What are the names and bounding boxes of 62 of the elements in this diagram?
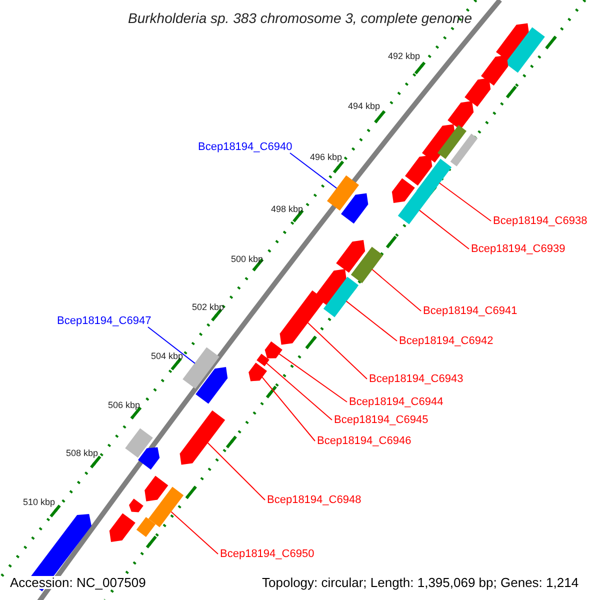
gene-bar	[109, 513, 136, 542]
gene-bar	[148, 486, 184, 528]
leader-line	[438, 182, 492, 222]
genome-stats-text: Topology: circular; Length: 1,395,069 bp; Genes: 1,214	[262, 576, 579, 589]
gene-label: Bcep18194_C6940	[198, 142, 292, 153]
gene-bar	[323, 276, 359, 318]
tick-label: 500 kbp	[231, 255, 264, 264]
gene-label: Bcep18194_C6945	[334, 415, 428, 426]
gene-label: Bcep18194_C6944	[349, 397, 444, 408]
tick-label: 498 kbp	[271, 205, 304, 214]
tick-label: 504 kbp	[151, 352, 184, 361]
leader-line	[170, 511, 218, 554]
gene-bar	[280, 290, 326, 345]
gene-bar	[138, 447, 160, 470]
gene-bar	[125, 428, 153, 458]
leader-line	[419, 210, 470, 250]
gene-bar	[336, 240, 366, 273]
gene-bar	[450, 134, 478, 166]
gene-label: Bcep18194_C6948	[267, 495, 362, 506]
gene-bar	[264, 341, 282, 358]
gene-bar	[448, 101, 474, 130]
gene-bar	[341, 193, 368, 224]
gene-bar	[182, 347, 220, 389]
leader-line	[290, 152, 338, 189]
leader-line	[148, 326, 196, 364]
tick-label: 502 kbp	[192, 303, 224, 312]
title: Burkholderia sp. 383 chromosome 3, complete genome	[127, 11, 473, 25]
gene-bar	[196, 367, 228, 404]
leader-line	[307, 322, 368, 380]
leader-line	[262, 376, 316, 442]
gene-bar	[481, 55, 508, 86]
gene-label: Bcep18194_C6939	[471, 244, 566, 255]
leader-line	[266, 362, 332, 420]
gene-bar	[505, 27, 545, 73]
tick-label: 494 kbp	[348, 102, 380, 111]
gene-bar	[129, 498, 144, 512]
gene-label: Bcep18194_C6950	[220, 549, 314, 560]
gene-label: Bcep18194_C6938	[493, 216, 588, 227]
gene-label: Bcep18194_C6943	[369, 374, 464, 385]
gene-bar	[398, 188, 430, 224]
gene-bar	[256, 354, 270, 366]
gene-label: Bcep18194_C6946	[317, 436, 412, 447]
gene-bar	[144, 476, 168, 502]
gene-label: Bcep18194_C6947	[57, 316, 152, 327]
leader-line	[346, 300, 398, 342]
leader-line	[372, 268, 422, 312]
tick-label: 508 kbp	[66, 449, 98, 458]
gene-label: Bcep18194_C6941	[423, 306, 518, 317]
accession-text: Accession: NC_007509	[10, 576, 146, 589]
gene-bar	[464, 78, 491, 107]
gene-label: Bcep18194_C6942	[399, 336, 494, 347]
gene-bar	[438, 125, 466, 159]
gene-bar	[136, 517, 156, 537]
gene-bar	[350, 246, 384, 284]
leader-line	[278, 353, 348, 402]
gene-bar	[180, 410, 226, 465]
tick-label: 492 kbp	[388, 52, 420, 61]
tick-label: 506 kbp	[108, 401, 140, 410]
gene-bar	[327, 175, 359, 211]
tick-label: 496 kbp	[310, 153, 342, 162]
gene-bar	[405, 155, 432, 186]
leader-line	[207, 442, 266, 500]
